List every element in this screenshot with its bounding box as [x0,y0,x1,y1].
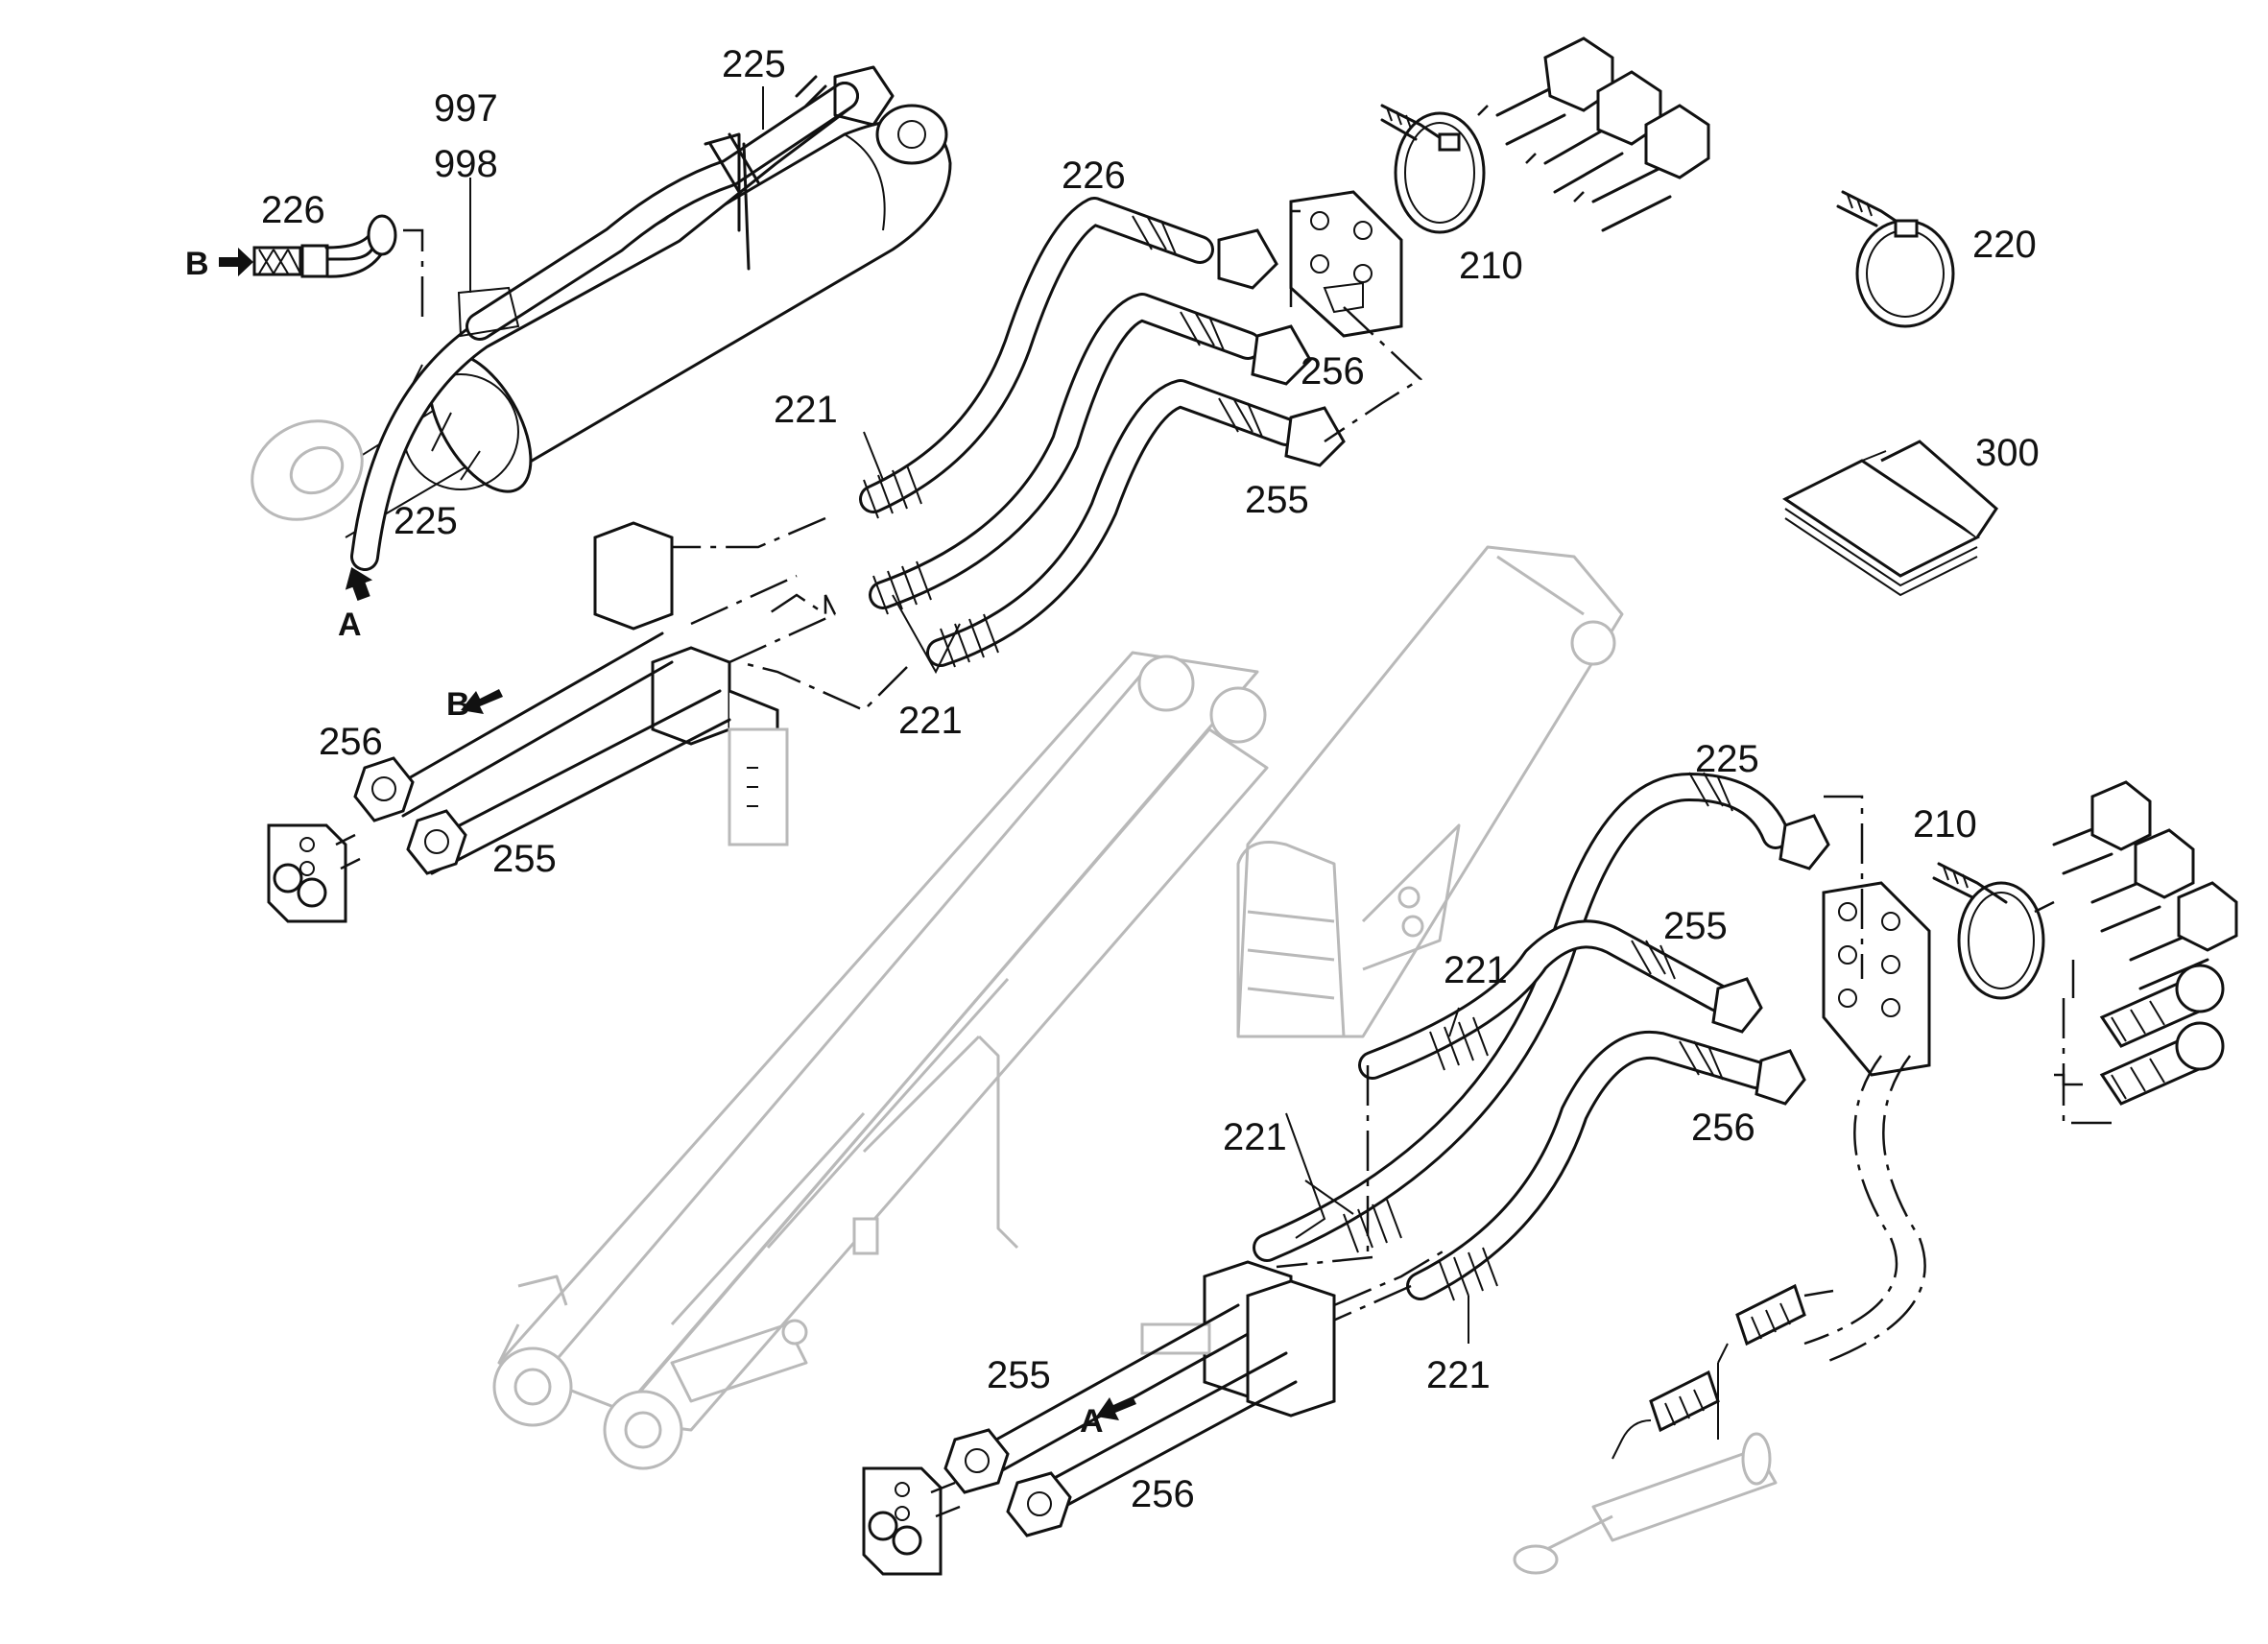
callout-300: 300 [1975,432,2040,474]
bottom-hose-group [1253,772,1830,1346]
callout-221-top: 221 [774,389,838,431]
flow-marker-b-top: B [185,246,253,282]
flange-plate-bottom [1803,795,1931,1365]
leader-lines [469,86,1469,1344]
callout-256-right: 256 [1691,1107,1755,1149]
flow-marker-a-bottom: A [1080,1396,1136,1440]
flow-marker-a-bottom-label: A [1080,1403,1104,1440]
boom-arm-background [492,651,1269,1470]
bracket-arm-background [1236,545,1624,1038]
flow-marker-b-mid-label: B [446,686,470,723]
callout-221-lower: 221 [1223,1116,1287,1158]
small-cylinder-bottom [1513,1283,1834,1575]
flow-marker-b-mid: B [446,686,503,723]
bolts-top [1477,36,1710,232]
flange-plate-top [1289,190,1423,443]
top-hose-group [662,197,1346,712]
fitting-226-left [252,214,424,317]
hydraulic-cylinder [251,104,952,538]
callout-221-bottom: 221 [1426,1354,1491,1396]
callout-256-left: 256 [319,721,383,763]
callout-256-top: 256 [1301,350,1365,393]
callout-221-right: 221 [1444,949,1508,991]
callout-255-right: 255 [1663,905,1728,947]
cylinder-hose [350,65,895,571]
callout-226-left: 226 [261,189,325,231]
callout-210-top: 210 [1459,245,1523,287]
callout-256-bottom: 256 [1131,1473,1195,1515]
tube-clamp-block-bottom [943,1246,1450,1537]
tube-clamp-block-left [353,521,836,875]
callout-255-bottom: 255 [987,1354,1051,1396]
callout-221-mid: 221 [898,700,963,742]
callout-998: 998 [434,143,498,185]
flow-marker-b-top-label: B [185,246,209,282]
hose-clamp-220 [1836,190,1955,328]
hose-clamp-top [1380,104,1486,234]
callout-210-right: 210 [1913,803,1977,846]
callout-numbers: 225 997 998 226 226 210 220 256 221 255 … [261,43,2040,1515]
callout-220: 220 [1972,224,2037,266]
manual-book-icon [1782,440,1998,597]
flow-marker-a-top: A [338,567,373,643]
callout-225-right: 225 [1695,738,1759,780]
clamp-and-bolts-bottom [1932,780,2238,1125]
callout-997: 997 [434,87,498,130]
callout-255-top: 255 [1245,479,1309,521]
callout-255-left: 255 [492,838,557,880]
flow-marker-a-top-label: A [338,607,362,643]
callout-225-left: 225 [394,500,458,542]
bulkhead-fitting-bottom [862,1466,961,1576]
callout-225-top: 225 [722,43,786,85]
bulkhead-fitting-left [267,823,361,923]
callout-226-mid: 226 [1062,155,1126,197]
